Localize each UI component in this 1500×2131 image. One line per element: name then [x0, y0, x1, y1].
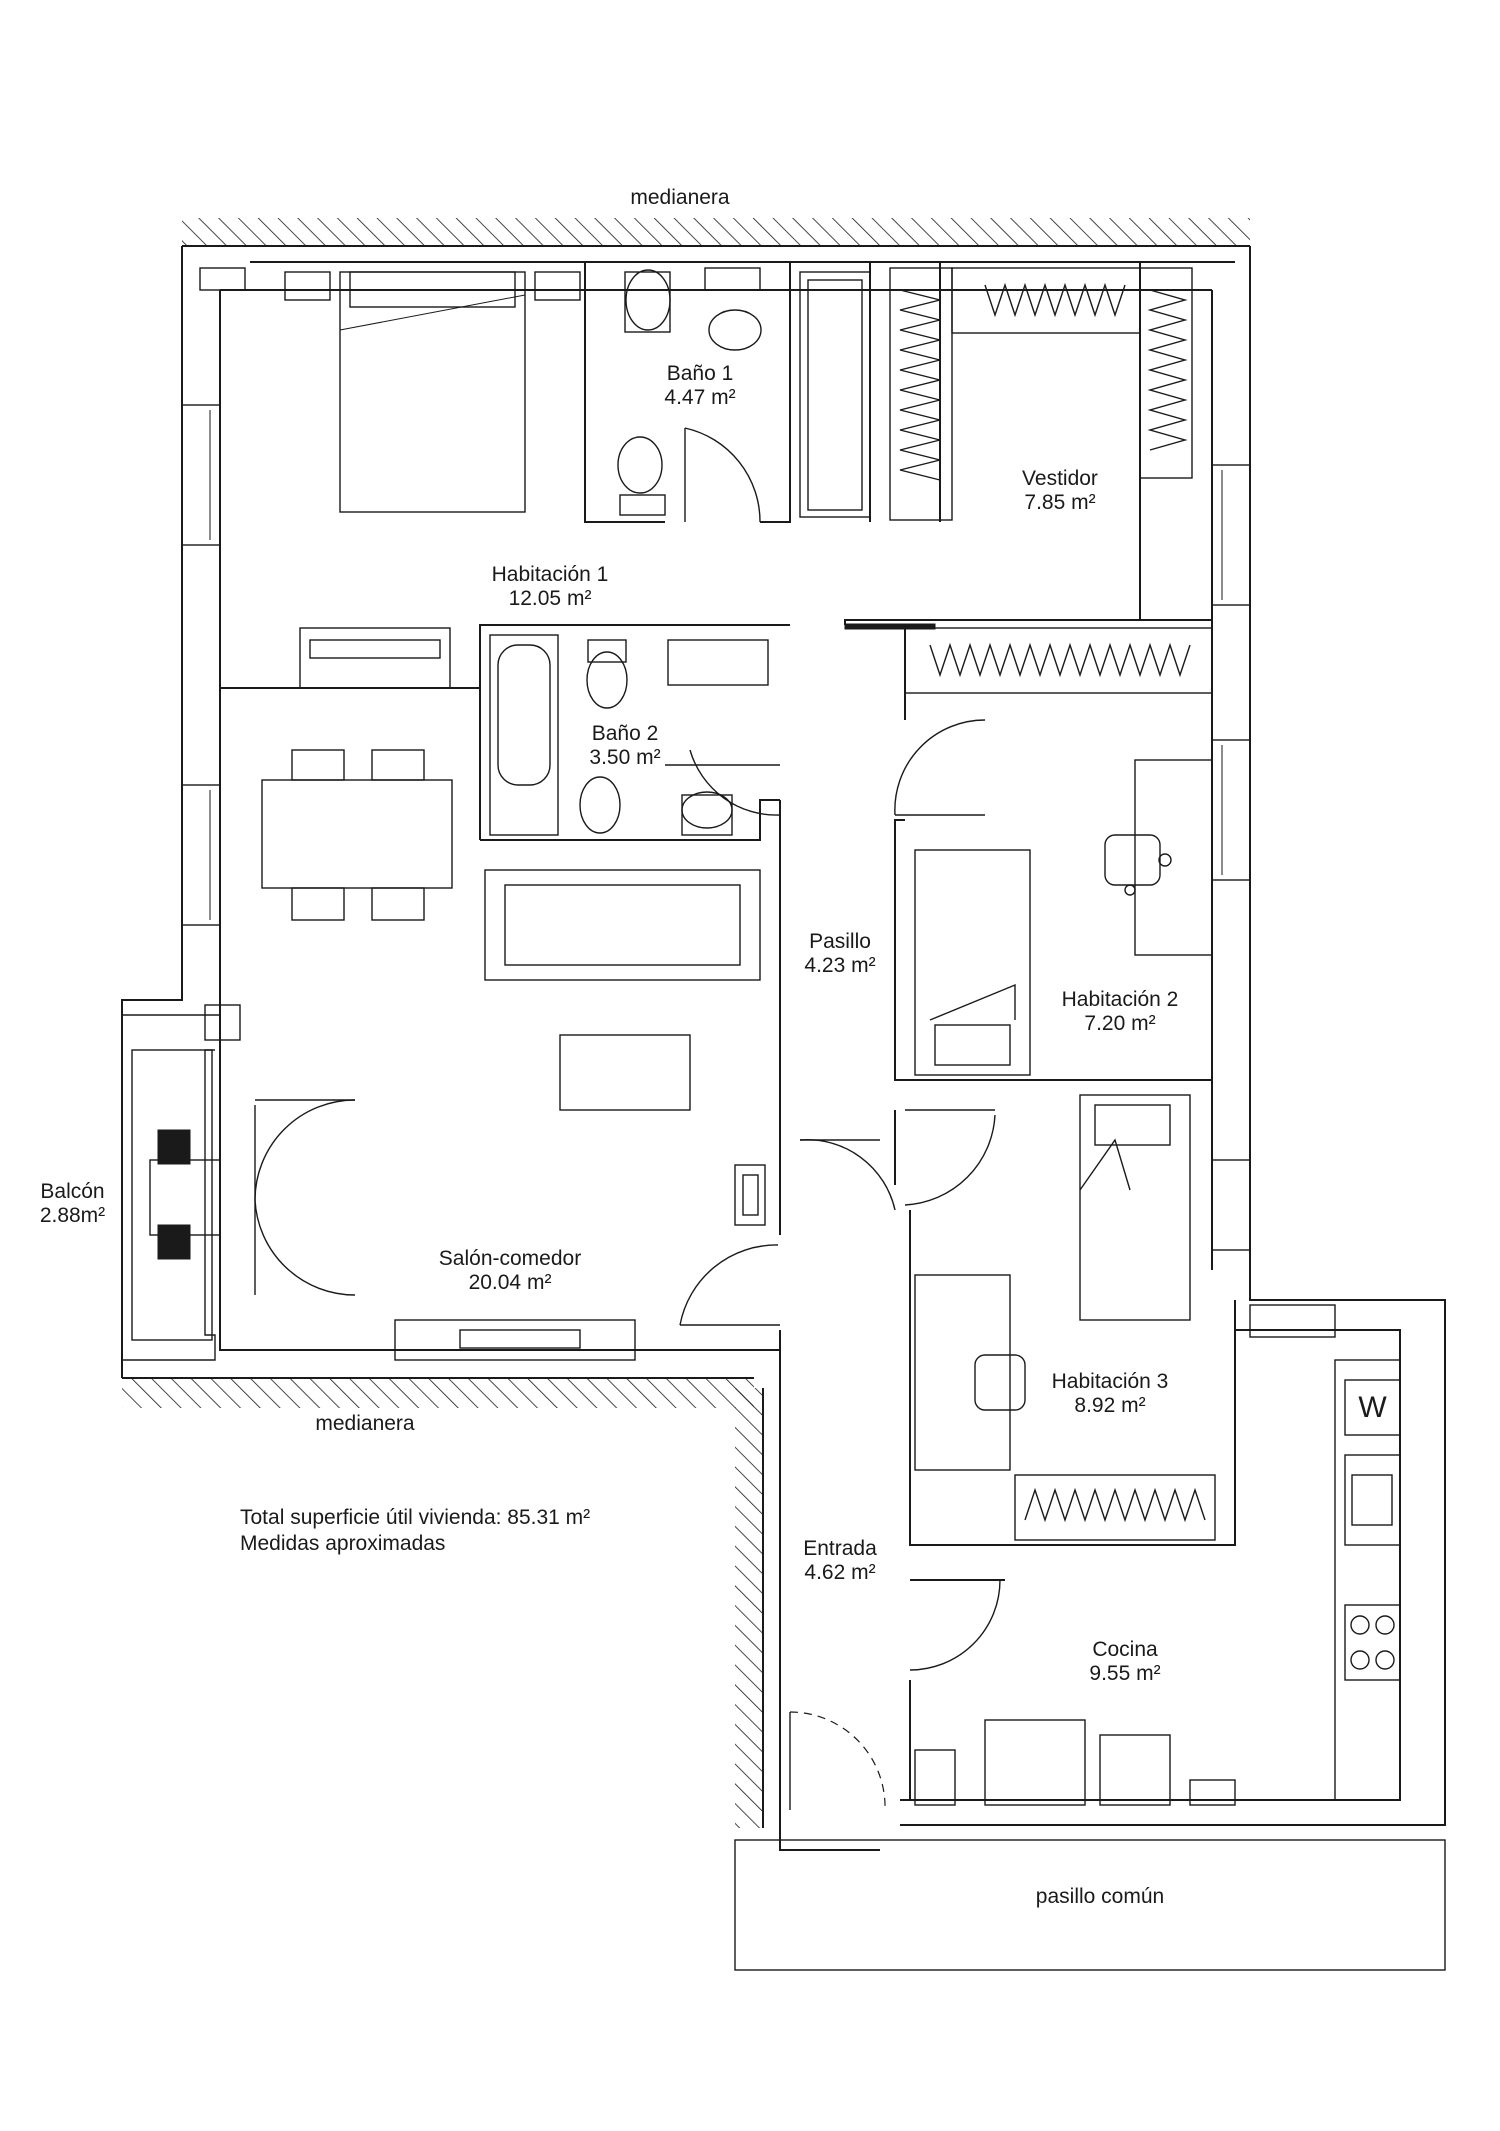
room-name: Pasillo	[809, 930, 871, 953]
room-name: Habitación 2	[1061, 988, 1179, 1011]
party-wall-top-label: medianera	[630, 186, 730, 209]
room-label-balcon: Balcón 2.88m²	[20, 1180, 125, 1228]
room-area: 20.04 m²	[468, 1271, 552, 1294]
interior-walls	[220, 262, 1236, 1800]
room-label-bano2: Baño 2 3.50 m²	[560, 722, 690, 770]
room-name: Cocina	[1092, 1638, 1158, 1661]
room-label-cocina: Cocina 9.55 m²	[1045, 1638, 1205, 1686]
room-name: Balcón	[40, 1180, 105, 1203]
kitchen-fixtures	[914, 1359, 1401, 1806]
bedroom2-furniture	[914, 759, 1213, 1076]
party-wall-hatch-side	[735, 1388, 764, 1828]
wardrobes	[844, 267, 1213, 694]
party-wall-hatch-top	[182, 218, 1250, 247]
room-label-entrada: Entrada 4.62 m²	[770, 1537, 910, 1585]
living-furniture	[204, 869, 766, 1361]
room-name: Habitación 1	[491, 563, 609, 586]
doors	[254, 427, 1001, 1811]
room-area: 7.85 m²	[1024, 491, 1096, 514]
room-area: 9.55 m²	[1089, 1662, 1161, 1685]
room-name: Vestidor	[1022, 467, 1098, 490]
room-name: Salón-comedor	[438, 1247, 582, 1270]
room-name: Baño 2	[591, 722, 659, 745]
room-label-habitacion2: Habitación 2 7.20 m²	[1020, 988, 1220, 1036]
bathroom1-fixtures	[617, 269, 871, 518]
common-corridor	[734, 1839, 1446, 1971]
room-area: 12.05 m²	[508, 587, 592, 610]
room-area: 4.23 m²	[804, 954, 876, 977]
room-area: 7.20 m²	[1084, 1012, 1156, 1035]
bed-double	[199, 267, 761, 689]
room-label-pasillo: Pasillo 4.23 m²	[770, 930, 910, 978]
washer-icon: W	[1358, 1391, 1387, 1424]
room-name: Habitación 3	[1051, 1370, 1169, 1393]
room-area: 2.88m²	[39, 1204, 106, 1227]
outer-walls	[121, 246, 1446, 1851]
room-label-habitacion1: Habitación 1 12.05 m²	[440, 563, 660, 611]
room-label-habitacion3: Habitación 3 8.92 m²	[1010, 1370, 1210, 1418]
approximate-measures-note: Medidas aproximadas	[240, 1532, 446, 1555]
party-wall-hatch-bottom	[122, 1377, 754, 1408]
room-name: Entrada	[803, 1537, 877, 1560]
room-area: 3.50 m²	[589, 746, 661, 769]
bathroom2-fixtures	[489, 634, 769, 836]
room-name: Baño 1	[666, 362, 734, 385]
bedroom3-furniture	[914, 1094, 1216, 1541]
room-area: 8.92 m²	[1074, 1394, 1146, 1417]
room-label-bano1: Baño 1 4.47 m²	[625, 362, 775, 410]
room-area: 4.62 m²	[804, 1561, 876, 1584]
dining-table	[261, 749, 453, 921]
balcony	[121, 1014, 221, 1361]
total-area-note: Total superficie útil vivienda: 85.31 m²	[240, 1506, 591, 1529]
room-label-vestidor: Vestidor 7.85 m²	[985, 467, 1135, 515]
room-label-salon: Salón-comedor 20.04 m²	[405, 1247, 615, 1295]
room-area: 4.47 m²	[664, 386, 736, 409]
common-corridor-label: pasillo común	[1035, 1885, 1165, 1908]
party-wall-bottom-label: medianera	[315, 1412, 415, 1435]
